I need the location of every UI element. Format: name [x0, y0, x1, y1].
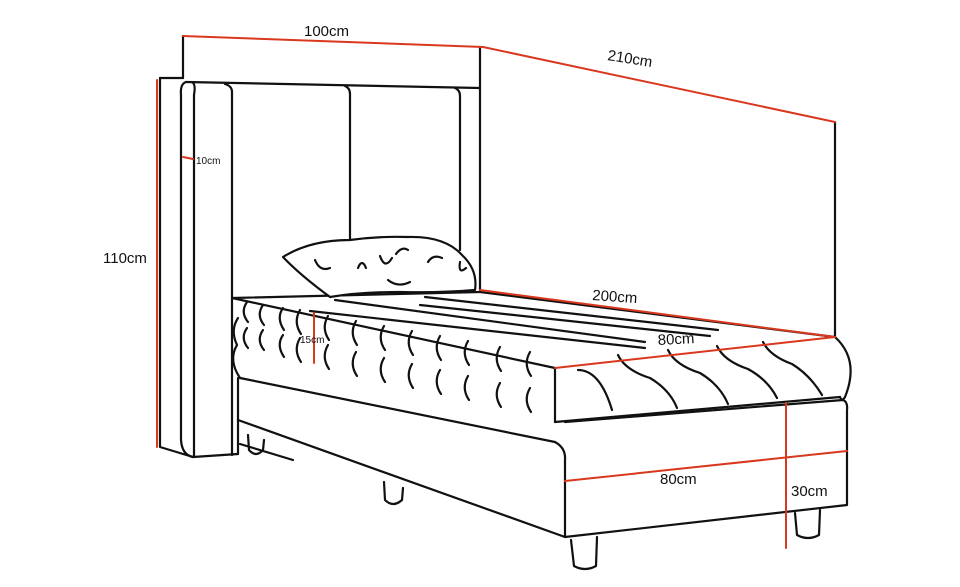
label-headboard-thickness: 10cm	[196, 156, 220, 167]
dim-line-mattress-width	[554, 336, 836, 369]
dim-line-base-width	[564, 450, 848, 482]
dim-line-headboard-width	[182, 35, 484, 48]
pillow	[281, 235, 477, 299]
dimension-lines	[156, 35, 848, 549]
label-base-width: 80cm	[660, 471, 697, 488]
legs	[246, 433, 822, 571]
dim-line-total-length	[482, 46, 836, 123]
headboard	[158, 34, 482, 459]
label-headboard-height: 110cm	[103, 250, 147, 267]
label-mattress-length: 200cm	[592, 287, 638, 307]
label-total-length: 210cm	[606, 47, 653, 71]
label-mattress-width: 80cm	[657, 330, 695, 349]
dimension-labels: 100cm 210cm 110cm 10cm 15cm 200cm 80cm 8…	[103, 23, 828, 500]
box-base	[236, 376, 849, 539]
label-headboard-width: 100cm	[304, 23, 349, 40]
dim-line-mattress-length	[479, 289, 836, 338]
label-mattress-thickness: 15cm	[300, 335, 324, 346]
label-base-height: 30cm	[791, 483, 828, 500]
mattress	[230, 290, 852, 444]
dim-line-headboard-thickness	[182, 156, 194, 160]
